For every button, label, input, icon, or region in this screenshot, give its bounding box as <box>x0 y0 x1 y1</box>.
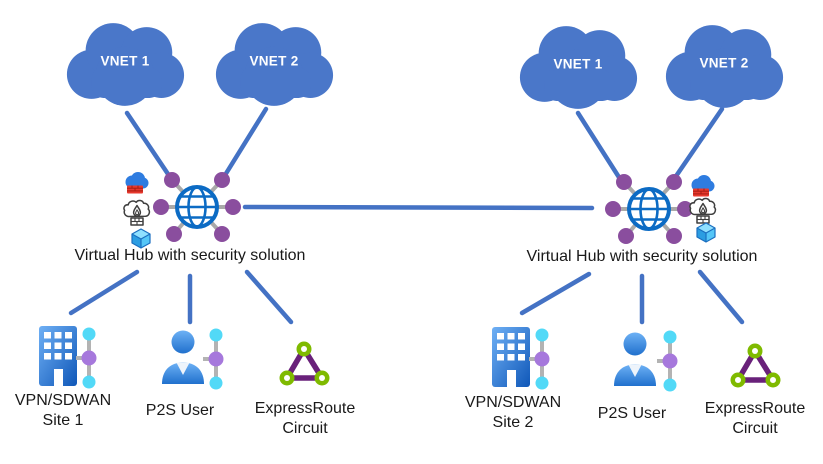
vnet-cloud: VNET 2 <box>661 15 787 114</box>
expressroute-label-line2: Circuit <box>732 419 778 437</box>
p2s-user-icon <box>162 330 204 384</box>
expressroute-label-line1: ExpressRoute <box>254 400 356 417</box>
nva-cube-icon <box>131 228 151 249</box>
line-left-vnet1-to-hub <box>124 110 175 183</box>
expressroute-label: ExpressRoute Circuit <box>683 399 823 438</box>
cloud-icon <box>215 23 334 106</box>
site-link-connector-icon <box>76 327 97 389</box>
cloud-icon <box>665 25 784 108</box>
hub-connection-dots <box>605 174 693 244</box>
line-right-vnet2-to-hub <box>669 106 725 185</box>
line-left-vnet2-to-hub <box>219 106 269 183</box>
line-left-hub-to-expressroute <box>244 269 294 325</box>
firewall-manager-cloud-icon <box>125 172 149 194</box>
expressroute-label-line1: ExpressRoute <box>704 400 806 417</box>
expressroute-circuit-icon <box>730 343 781 388</box>
vnet-cloud: VNET 2 <box>211 13 337 112</box>
firewall-manager-cloud-icon <box>691 175 715 197</box>
vpn-site-building-icon <box>39 326 77 386</box>
line-right-hub-to-expressroute <box>697 269 745 325</box>
cloud-icon <box>519 26 638 109</box>
azure-firewall-icon <box>689 197 717 224</box>
globe-icon <box>175 185 219 229</box>
p2s-user-label: P2S User <box>597 405 667 422</box>
azure-firewall-icon <box>123 199 151 226</box>
p2s-user-icon <box>614 332 656 386</box>
vnet-label: VNET 2 <box>699 55 749 71</box>
site-link-connector-icon <box>657 330 678 392</box>
expressroute-label-line2: Circuit <box>282 419 328 437</box>
site-link-connector-icon <box>203 328 224 390</box>
line-hub-to-hub <box>242 204 595 211</box>
vpn-site-label-line1: VPN/SDWAN <box>14 392 112 409</box>
expressroute-circuit-icon <box>279 341 330 386</box>
globe-icon <box>627 187 671 231</box>
line-left-hub-to-vpn-site <box>68 269 140 316</box>
vnet-label: VNET 1 <box>553 56 603 72</box>
p2s-user-label: P2S User <box>145 402 215 419</box>
vpn-site-building-icon <box>492 327 530 387</box>
hub-connection-dots <box>153 172 241 242</box>
expressroute-label: ExpressRoute Circuit <box>233 399 377 438</box>
site-link-connector-icon <box>529 328 550 390</box>
vnet-cloud: VNET 1 <box>515 16 641 115</box>
vpn-site-label-line2: Site 2 <box>492 413 534 431</box>
hub-label: Virtual Hub with security solution <box>526 248 758 265</box>
vpn-site-label-line1: VPN/SDWAN <box>464 394 562 411</box>
vpn-site-label: VPN/SDWAN Site 1 <box>0 391 126 430</box>
line-right-hub-to-vpn-site <box>519 271 592 316</box>
vnet-cloud: VNET 1 <box>62 13 188 112</box>
line-right-vnet1-to-hub <box>575 110 625 185</box>
vnet-label: VNET 2 <box>249 53 299 69</box>
vpn-site-label: VPN/SDWAN Site 2 <box>450 393 576 432</box>
cloud-icon <box>66 23 185 106</box>
nva-cube-icon <box>696 222 716 243</box>
virtual-hub-icon <box>605 174 693 244</box>
vnet-label: VNET 1 <box>100 53 150 69</box>
vpn-site-label-line2: Site 1 <box>42 411 84 429</box>
virtual-hub-icon <box>153 172 241 242</box>
hub-label: Virtual Hub with security solution <box>74 247 306 264</box>
